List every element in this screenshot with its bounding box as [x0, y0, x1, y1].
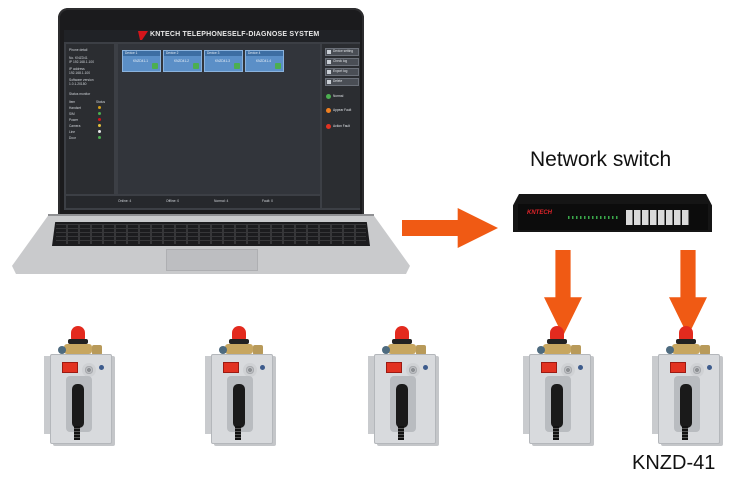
keyboard-keys [56, 224, 366, 244]
device-tile-status: KNZD41-3 [215, 59, 230, 63]
status-item-label: Camera [69, 124, 80, 128]
status-header-status: Status [96, 100, 105, 104]
check-log-button[interactable]: Check log [325, 58, 359, 66]
status-indicator-icon [98, 106, 101, 109]
status-indicator-icon [98, 136, 101, 139]
export-icon [327, 70, 331, 74]
handset-icon [680, 384, 692, 428]
emergency-phone [523, 326, 599, 446]
device-tile-label: Device 2 [166, 51, 178, 55]
handset-icon [396, 384, 408, 428]
status-item-label: SIM [69, 112, 75, 116]
legend-label: Action Fault [333, 124, 350, 128]
device-tile[interactable]: Device 2 KNZD41-2 [163, 50, 202, 72]
arrow-right-icon [402, 208, 498, 248]
arrow-down-icon [669, 250, 707, 336]
settings-icon [327, 50, 331, 54]
button-label: Export log [333, 69, 347, 73]
emergency-phone [205, 326, 281, 446]
phone-detail-heading: Phone detail [69, 48, 87, 52]
button-label: Check log [333, 59, 347, 63]
device-tile-status: KNZD41-1 [133, 59, 148, 63]
log-icon [327, 60, 331, 64]
button-label: Device setting [333, 49, 353, 53]
speaker-icon [561, 363, 575, 377]
network-switch-label: Network switch [530, 148, 671, 172]
phone-online-icon [275, 63, 281, 69]
switch-led-icons [568, 216, 620, 219]
status-item-label: Line [69, 130, 75, 134]
beacon-icon [71, 326, 85, 340]
device-tile-status: KNZD41-2 [174, 59, 189, 63]
model-label: KNZD-41 [632, 452, 715, 475]
status-indicator-icon [98, 130, 101, 133]
beacon-icon [232, 326, 246, 340]
device-tile[interactable]: Device 1 KNZD41-1 [122, 50, 161, 72]
status-indicator-icon [98, 124, 101, 127]
arrow-down-icon [544, 250, 582, 336]
device-grid: Device 1 KNZD41-1 Device 2 KNZD41-2 Devi… [118, 44, 320, 194]
device-tile-label: Device 4 [248, 51, 260, 55]
appear-fault-icon [326, 108, 331, 113]
legend-label: Normal [333, 94, 343, 98]
fault-count: Fault: 0 [262, 199, 273, 203]
app-title: KNTECH TELEPHONESELF-DIAGNOSE SYSTEM [150, 31, 319, 38]
status-indicator-icon [98, 112, 101, 115]
detail-line: 1.0.1.20180 [69, 82, 86, 86]
status-monitor-heading: Status monitor [69, 92, 90, 96]
phone-online-icon [234, 63, 240, 69]
speaker-icon [82, 363, 96, 377]
delete-icon [327, 80, 331, 84]
phone-online-icon [193, 63, 199, 69]
emergency-phone [44, 326, 120, 446]
status-header-item: Item [69, 100, 75, 104]
handset-icon [72, 384, 84, 428]
offline-count: Offline: 0 [166, 199, 179, 203]
device-tile-status: KNZD41-4 [256, 59, 271, 63]
handset-icon [233, 384, 245, 428]
phone-online-icon [152, 63, 158, 69]
status-item-label: Handset [69, 106, 81, 110]
button-label: Delete [333, 79, 342, 83]
status-item-label: Power [69, 118, 78, 122]
device-tile-label: Device 3 [207, 51, 219, 55]
switch-brand-logo: KNTECH [527, 210, 552, 216]
beacon-icon [679, 326, 693, 340]
detail-line: 192.168.1.100 [69, 71, 90, 75]
status-indicator-icon [98, 118, 101, 121]
status-bar: Online: 4 Offline: 0 Normal: 4 Fault: 0 [66, 196, 320, 208]
emergency-phone [368, 326, 444, 446]
speaker-icon [243, 363, 257, 377]
export-log-button[interactable]: Export log [325, 68, 359, 76]
delete-button[interactable]: Delete [325, 78, 359, 86]
emergency-phone [652, 326, 728, 446]
normal-count: Normal: 4 [214, 199, 228, 203]
device-setting-button[interactable]: Device setting [325, 48, 359, 56]
online-count: Online: 4 [118, 199, 131, 203]
laptop-trackpad [166, 249, 258, 271]
device-tile[interactable]: Device 4 KNZD41-4 [245, 50, 284, 72]
detail-line: IP 192.168.1.100 [69, 60, 94, 64]
ethernet-ports-icon [626, 210, 690, 225]
speaker-icon [690, 363, 704, 377]
action-fault-icon [326, 124, 331, 129]
laptop-screen: KNTECH TELEPHONESELF-DIAGNOSE SYSTEM Pho… [64, 30, 360, 210]
phone-detail-panel: Phone detail No. KNZD41 IP 192.168.1.100… [66, 44, 114, 194]
legend-label: Appear Fault [333, 108, 351, 112]
status-item-label: Door [69, 136, 76, 140]
normal-status-icon [326, 94, 331, 99]
device-tile-label: Device 1 [125, 51, 137, 55]
device-tile[interactable]: Device 3 KNZD41-3 [204, 50, 243, 72]
handset-icon [551, 384, 563, 428]
speaker-icon [406, 363, 420, 377]
beacon-icon [395, 326, 409, 340]
action-panel: Device setting Check log Export log Dele… [322, 44, 360, 208]
beacon-icon [550, 326, 564, 340]
